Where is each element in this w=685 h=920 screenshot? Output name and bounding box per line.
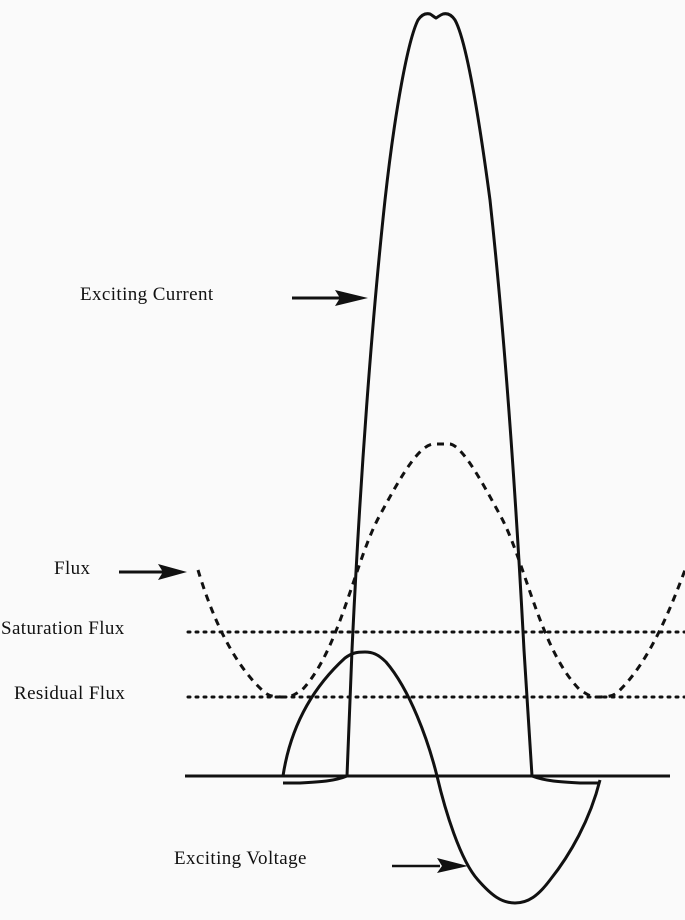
flux-label: Flux <box>54 558 91 579</box>
exciting-current-label: Exciting Current <box>80 284 214 305</box>
exciting-current-curve <box>283 12 600 785</box>
flux-curve <box>196 442 685 699</box>
flux-arrow <box>119 564 187 580</box>
exciting-voltage-curve <box>281 650 602 905</box>
saturation-flux-label: Saturation Flux <box>1 618 125 639</box>
exciting-voltage-arrow <box>392 858 468 873</box>
exciting-voltage-label: Exciting Voltage <box>174 848 307 869</box>
residual-flux-label: Residual Flux <box>14 683 126 704</box>
exciting-current-arrow <box>292 290 368 306</box>
